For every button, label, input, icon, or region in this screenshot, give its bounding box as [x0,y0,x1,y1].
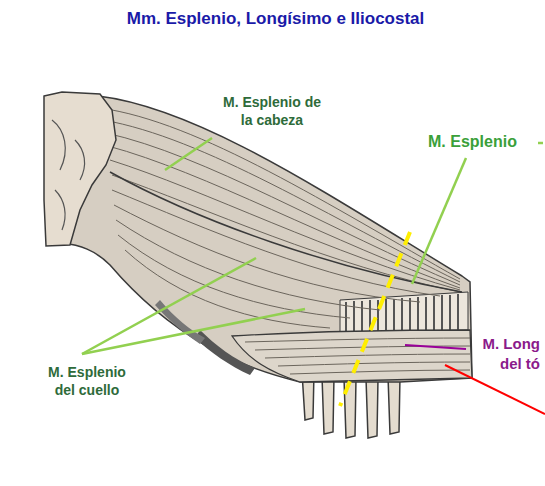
leader-line [445,365,545,414]
muscle-label: M. Long del tó [470,334,540,373]
rib-region [340,292,468,332]
skull [44,92,116,246]
rib-teeth [346,294,458,331]
muscle-label: M. Esplenio del cuello [37,363,137,399]
muscle-label: M. Esplenio de la cabeza [222,93,322,129]
longissimus-band [232,330,472,382]
section-line [340,232,410,406]
shadow [195,330,255,375]
leader-line [405,345,466,349]
title: Mm. Esplenio, Longísimo e Iliocostal [3,8,545,30]
band-fibres [245,338,470,374]
muscle-mass [60,96,472,382]
skull-detail [52,120,85,230]
muscle-label: M. Esplenio [428,132,538,153]
leader-lines [82,138,543,354]
muscle-fibres [100,108,460,328]
